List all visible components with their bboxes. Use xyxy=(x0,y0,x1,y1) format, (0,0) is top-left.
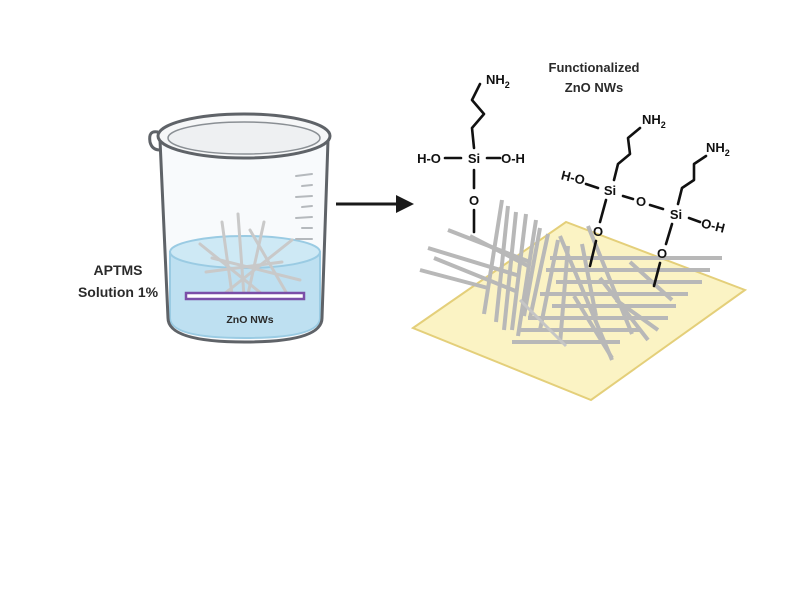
substrate-plane xyxy=(410,220,748,402)
product-zno-label: ZnO NWs xyxy=(565,80,624,95)
oxygen-1: O xyxy=(469,193,479,208)
aptms-molecule-1: NH2 Si H-O O-H O xyxy=(417,72,525,234)
silicon-3: Si xyxy=(670,207,682,222)
oxygen-3: O xyxy=(657,246,667,261)
beaker-nanowires xyxy=(198,212,302,298)
propyl-chain-3 xyxy=(676,154,708,206)
hydroxyl-right-1: O-H xyxy=(501,151,525,166)
amine-label-2: NH2 xyxy=(642,112,666,130)
aptms-molecule-2: NH2 Si H-O O O xyxy=(560,112,666,268)
bridge-oxygen: O xyxy=(636,194,646,209)
amine-label-3: NH2 xyxy=(706,140,730,158)
functionalized-label: Functionalized xyxy=(549,60,640,75)
beaker-glass xyxy=(158,139,330,344)
oxygen-2: O xyxy=(593,224,603,239)
aptms-molecule-3: NH2 Si O-H O xyxy=(652,140,730,288)
graduation-marks xyxy=(295,173,313,240)
beaker-zno-label: ZnO NWs xyxy=(226,314,273,326)
silicon-2: Si xyxy=(604,183,616,198)
hydroxyl-left-1: H-O xyxy=(417,151,441,166)
beaker: ZnO NWs xyxy=(148,112,332,344)
reaction-arrow xyxy=(336,195,414,213)
aptms-label: APTMS xyxy=(94,262,143,278)
zno-slide xyxy=(184,291,306,301)
hydroxyl-right-3: O-H xyxy=(700,215,727,235)
propyl-chain-2 xyxy=(612,126,642,182)
beaker-rim-inner xyxy=(167,121,321,155)
solution-label: Solution 1% xyxy=(78,284,159,300)
silicon-1: Si xyxy=(468,151,480,166)
substrate-nanowires xyxy=(419,199,722,361)
hydroxyl-left-2: H-O xyxy=(560,167,587,187)
beaker-spout xyxy=(148,130,161,152)
propyl-chain-1 xyxy=(470,82,486,150)
amine-label-1: NH2 xyxy=(486,72,510,90)
